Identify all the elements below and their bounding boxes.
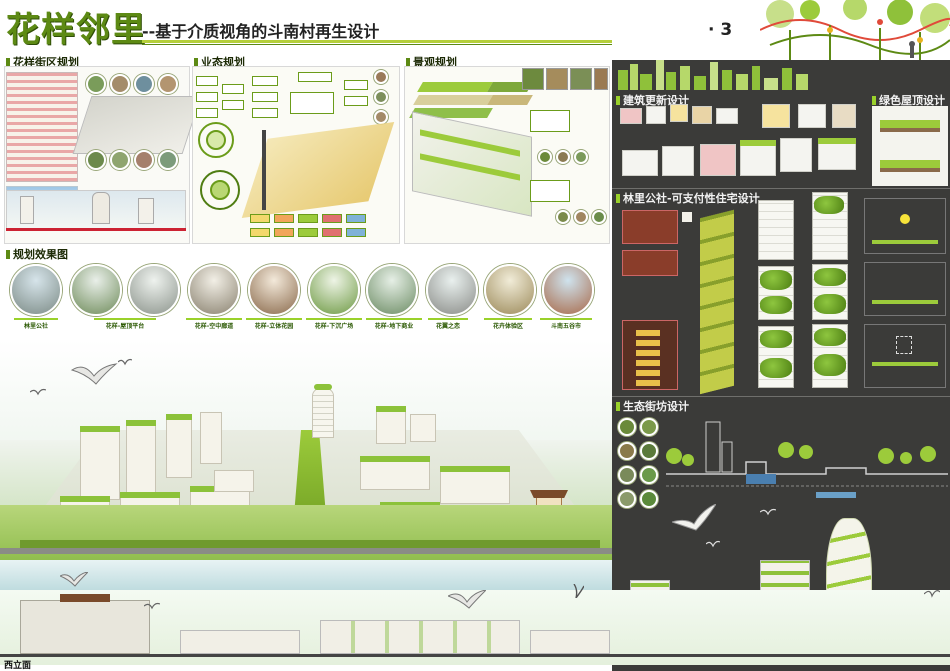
housing-module-stack bbox=[700, 209, 734, 395]
render-circle-6 bbox=[308, 264, 360, 316]
section-building-renewal: 建筑更新设计 bbox=[616, 92, 689, 108]
housing-tower-1a bbox=[758, 200, 794, 260]
bird-icon bbox=[672, 504, 716, 531]
elevation-label: 西立面 bbox=[4, 661, 32, 671]
render-caption-9: 斗南五谷市 bbox=[540, 318, 592, 330]
render-caption-5: 花样-下沉广场 bbox=[306, 318, 362, 330]
poster-subtitle: --基于介质视角的斗南村再生设计 bbox=[142, 22, 380, 41]
bird-icon bbox=[448, 590, 486, 609]
section-planning-effects: 规划效果图 bbox=[6, 246, 68, 262]
street-photo-6 bbox=[110, 150, 130, 170]
render-caption-1: 林里公社 bbox=[14, 318, 58, 330]
section-affordable-housing: 林里公社-可支付性住宅设计 bbox=[616, 190, 760, 206]
render-circle-4 bbox=[188, 264, 240, 316]
title-underline bbox=[142, 40, 612, 43]
bird-icon bbox=[924, 590, 940, 598]
bird-icon bbox=[60, 572, 88, 587]
page-number: · 3 bbox=[708, 20, 733, 40]
tree-icon bbox=[760, 0, 950, 60]
render-circle-1 bbox=[10, 264, 62, 316]
street-photo-5 bbox=[86, 150, 106, 170]
eco-street-section bbox=[666, 421, 948, 498]
render-circle-3 bbox=[128, 264, 180, 316]
skyline-silhouette bbox=[618, 60, 808, 90]
render-caption-4: 花样-立体花园 bbox=[246, 318, 302, 330]
poster-title: 花样邻里 bbox=[6, 10, 146, 50]
business-ring-2 bbox=[200, 170, 240, 210]
render-circle-2 bbox=[70, 264, 122, 316]
aerial-river bbox=[0, 560, 612, 590]
street-axonometric bbox=[72, 96, 202, 154]
render-circle-7 bbox=[366, 264, 418, 316]
render-circle-9 bbox=[484, 264, 536, 316]
render-caption-7: 花翼之恋 bbox=[428, 318, 468, 330]
render-caption-2: 花样-屋顶平台 bbox=[94, 318, 156, 330]
bird-icon bbox=[573, 584, 584, 598]
street-photo-2 bbox=[110, 74, 130, 94]
business-ring-1 bbox=[198, 122, 234, 158]
bird-icon bbox=[144, 602, 160, 610]
street-photo-1 bbox=[86, 74, 106, 94]
elevation-ground-line bbox=[0, 654, 950, 657]
bird-icon bbox=[760, 508, 776, 516]
street-photo-3 bbox=[134, 74, 154, 94]
bird-icon bbox=[30, 388, 46, 396]
section-street-plan: 花样街区规划 bbox=[6, 54, 79, 70]
housing-floorplan-1 bbox=[622, 210, 678, 244]
section-green-roof: 绿色屋顶设计 bbox=[872, 92, 945, 108]
section-business-plan: 业态规划 bbox=[194, 54, 245, 70]
render-caption-8: 花卉体验区 bbox=[484, 318, 532, 330]
render-circle-5 bbox=[248, 264, 300, 316]
render-circle-8 bbox=[426, 264, 478, 316]
street-plan-map bbox=[6, 72, 78, 182]
green-roof-diagram bbox=[872, 106, 948, 186]
street-photo-7 bbox=[134, 150, 154, 170]
bird-icon bbox=[118, 358, 132, 366]
aerial-road bbox=[0, 548, 612, 554]
aerial-central-tower bbox=[312, 388, 334, 438]
street-photo-4 bbox=[158, 74, 178, 94]
section-eco-street: 生态街坊设计 bbox=[616, 398, 689, 414]
render-caption-6: 花样-地下商业 bbox=[366, 318, 422, 330]
bird-icon bbox=[706, 540, 720, 548]
section-landscape-plan: 景观规划 bbox=[406, 54, 457, 70]
bird-icon bbox=[70, 363, 118, 385]
title-underline-thin bbox=[142, 44, 612, 45]
render-caption-3: 花样-空中廊道 bbox=[186, 318, 242, 330]
render-circle-10 bbox=[542, 264, 594, 316]
street-photo-8 bbox=[158, 150, 178, 170]
